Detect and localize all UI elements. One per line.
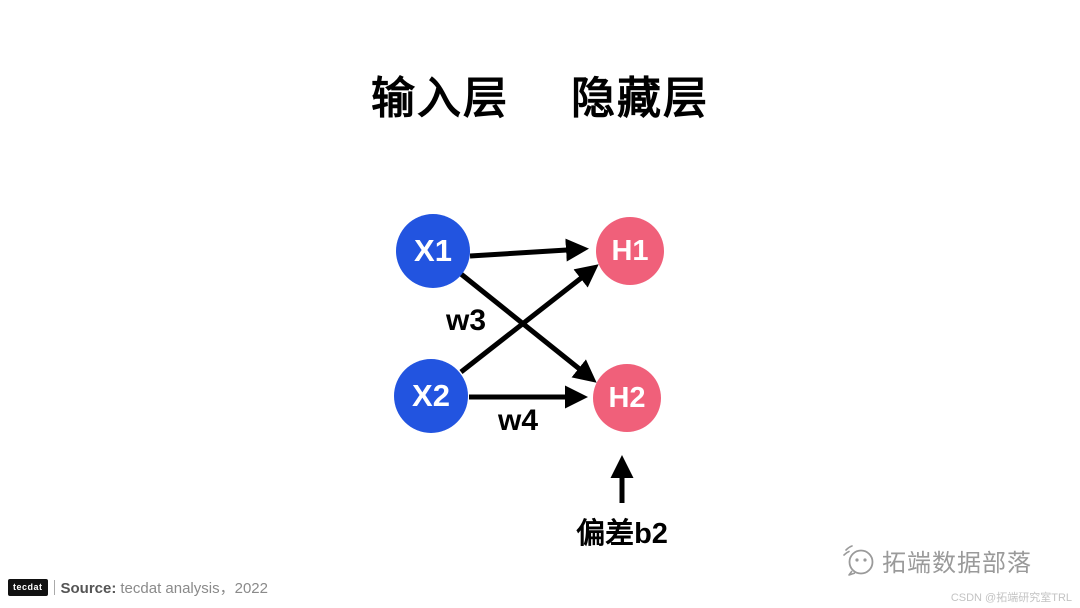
brand-watermark: 拓端数据部落 [840,541,1032,579]
source-label: Source: [60,580,117,597]
node-x2: X2 [394,359,468,433]
node-x1: X1 [396,214,470,288]
node-h2-label: H2 [608,381,646,414]
weight-w4-label: w4 [498,404,539,437]
edge-x1-h1 [469,238,589,262]
source-line: Source:tecdat analysis，2022 [61,577,268,598]
weight-w3-label: w3 [446,304,487,337]
wechat-icon [843,545,874,576]
node-h2: H2 [593,364,661,432]
diagram-title: 输入层 隐藏层 [0,62,1080,126]
node-x2-label: X2 [412,378,450,413]
watermark-brand-text: 拓端数据部落 [882,549,1032,577]
node-h1: H1 [596,217,664,285]
logo-divider [53,580,55,595]
tecdat-logo: tecdat [8,579,48,596]
bias-b2-label: 偏差b2 [576,518,668,550]
source-text: tecdat analysis，2022 [120,580,268,597]
node-h1-label: H1 [611,234,649,267]
footer: tecdat Source:tecdat analysis，2022 [8,577,268,598]
node-x1-label: X1 [414,233,452,268]
hidden-layer-title: 隐藏层 [571,74,709,123]
input-layer-title: 输入层 [371,74,509,123]
csdn-credit: CSDN @拓端研究室TRL [950,592,1072,604]
